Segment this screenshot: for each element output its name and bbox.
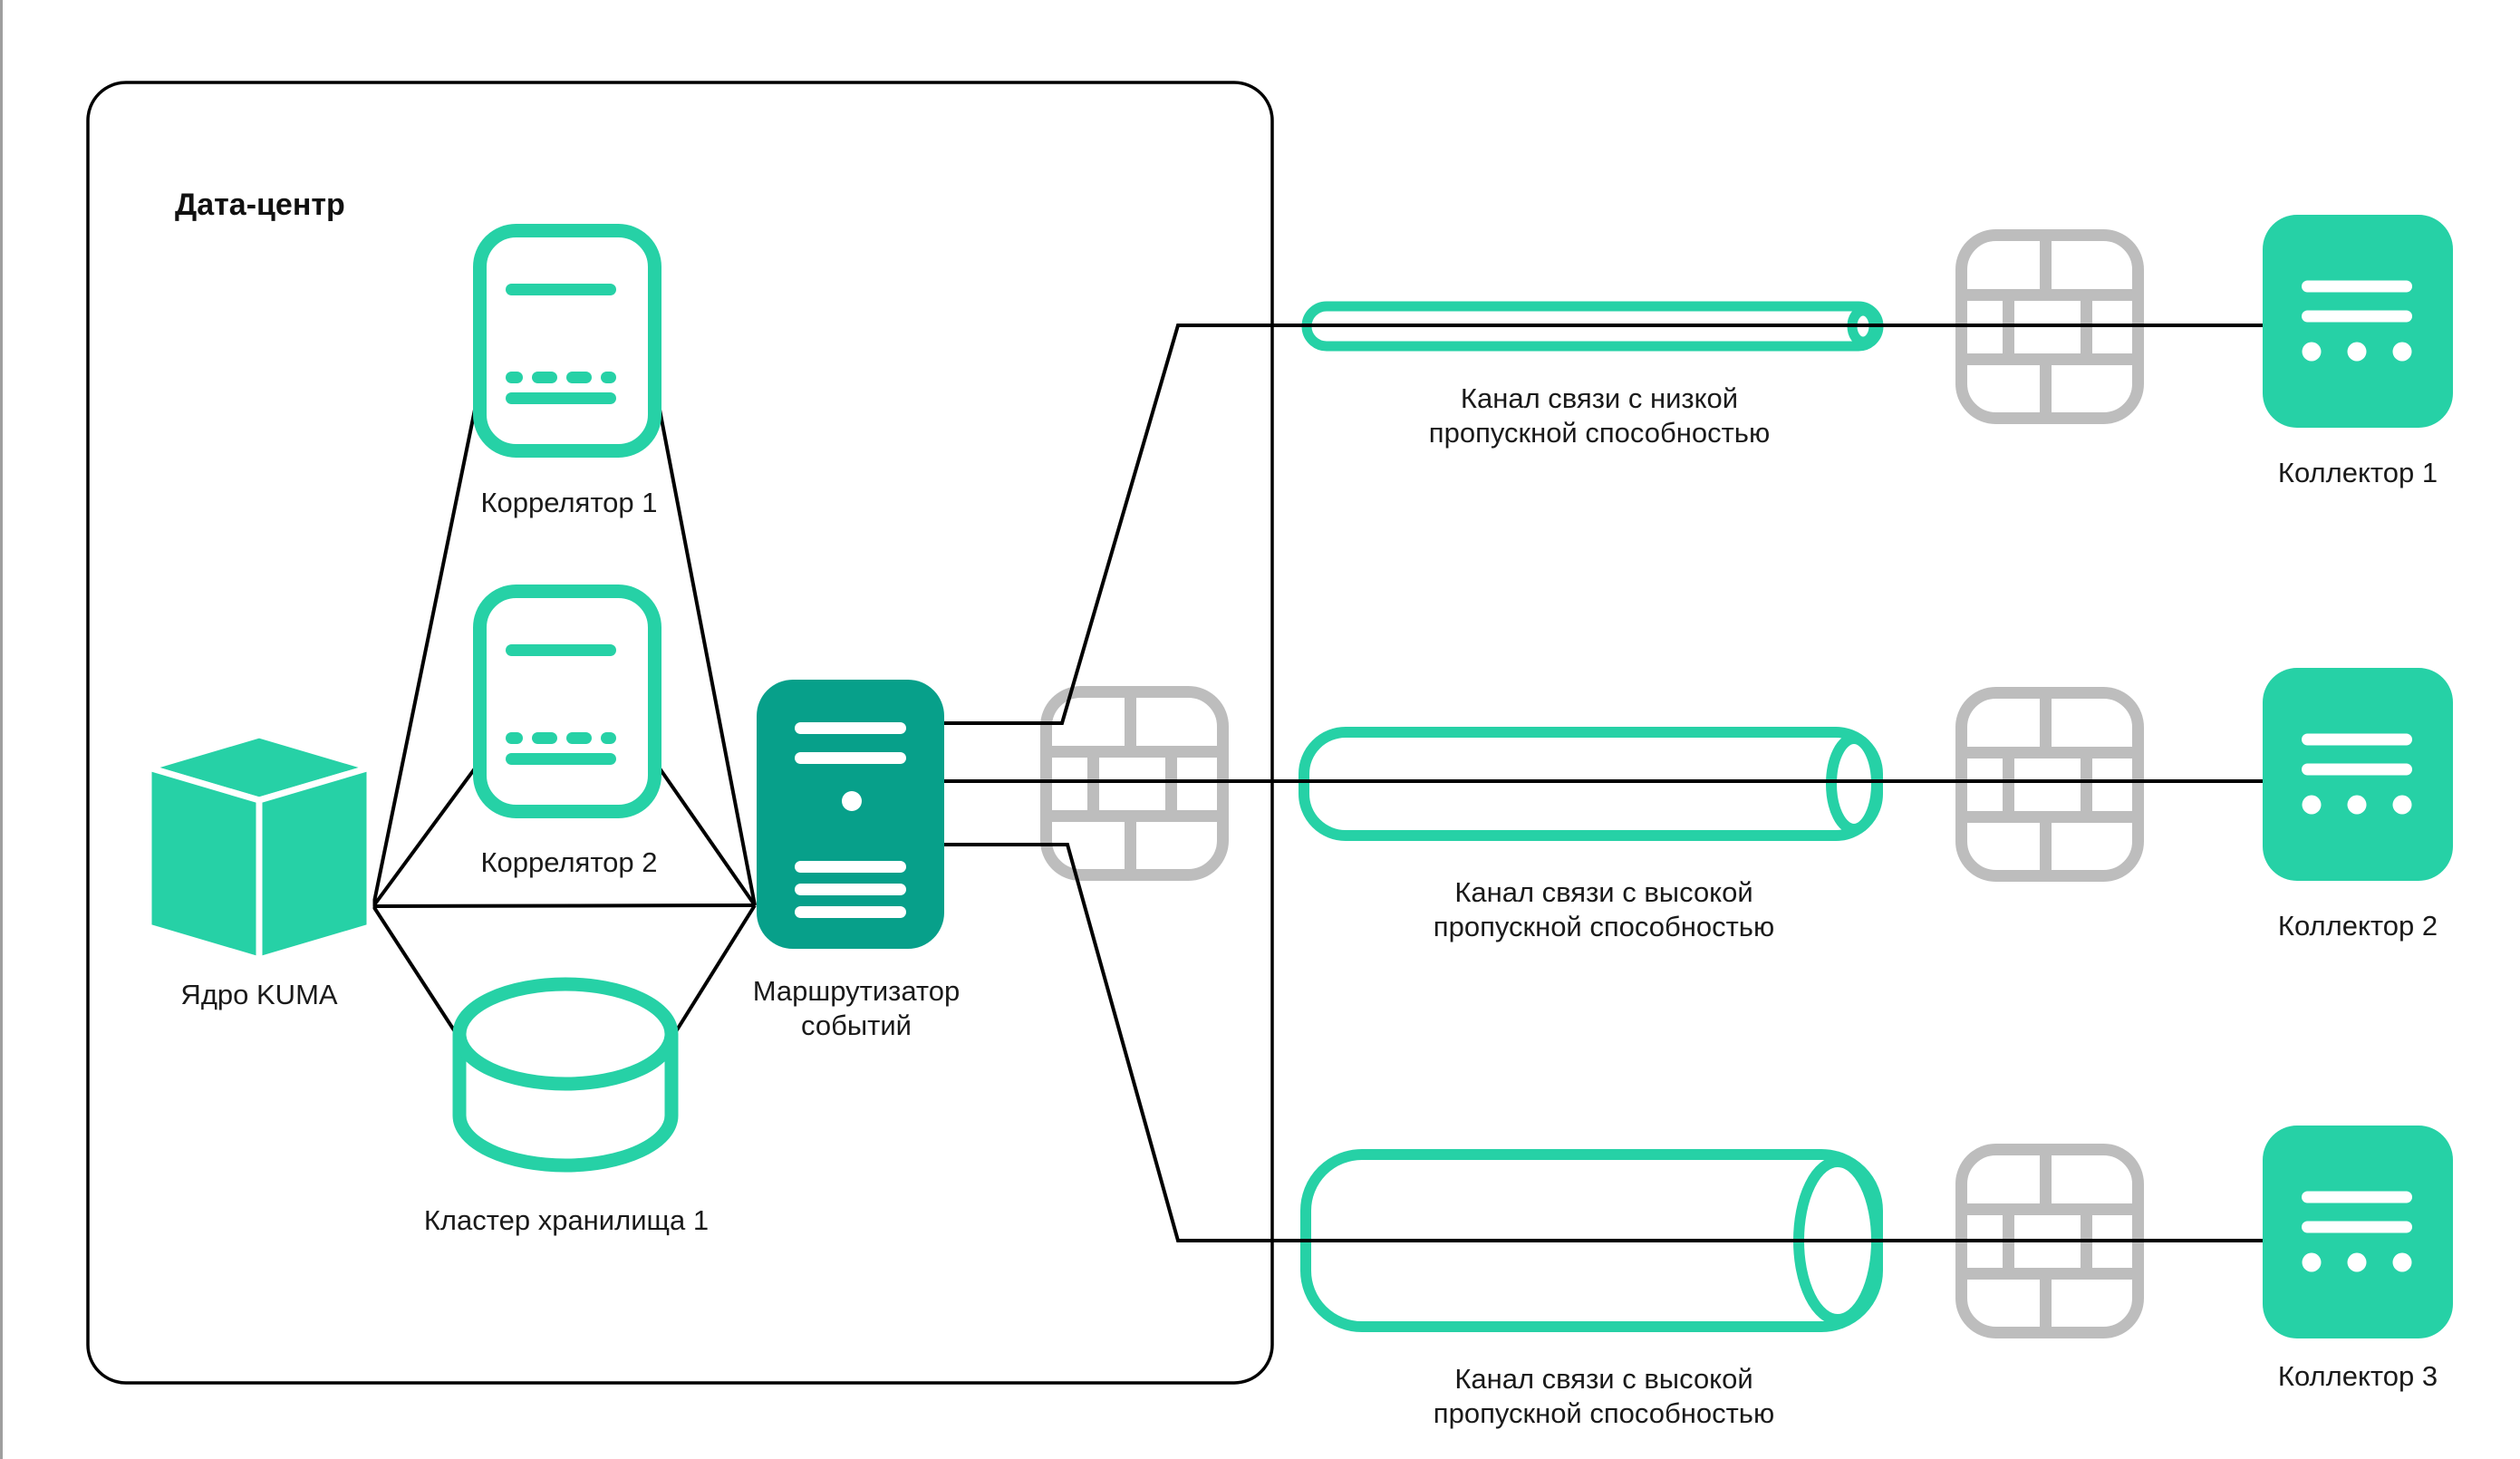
- channel1-label-line1: Канал связи с низкой: [1460, 382, 1739, 414]
- pipe-high-bandwidth-2-icon: [1299, 727, 1883, 841]
- event-router-icon: [757, 680, 944, 949]
- channel2-label-line2: пропускной способностью: [1433, 911, 1775, 942]
- firewall-2-icon: [1962, 693, 2139, 876]
- collector2-label: Коллектор 2: [2277, 910, 2438, 942]
- collector2-icon: [2263, 668, 2453, 881]
- line-correlator1-core: [372, 409, 477, 907]
- kuma-core-cube-icon: [145, 731, 373, 963]
- collector3-label: Коллектор 3: [2277, 1360, 2438, 1392]
- channel3-label: Канал связи с высокой пропускной способн…: [1434, 1362, 1774, 1431]
- correlator1-icon: [480, 231, 655, 451]
- correlator1-label: Коррелятор 1: [480, 487, 658, 518]
- collector1-label: Коллектор 1: [2277, 457, 2438, 488]
- channel3-label-line2: пропускной способностью: [1433, 1397, 1775, 1429]
- line-core-router: [372, 903, 756, 908]
- correlator2-icon: [480, 592, 655, 812]
- channel3-label-line1: Канал связи с высокой: [1454, 1363, 1753, 1395]
- line-storage-router: [671, 903, 757, 1038]
- datacenter-box: [86, 81, 1274, 1385]
- connection-lines: [372, 324, 2263, 1242]
- line-core-storage: [372, 904, 459, 1038]
- collector1-icon: [2263, 215, 2453, 428]
- event-router-label: Маршрутизатор событий: [753, 974, 961, 1043]
- channel1-label: Канал связи с низкой пропускной способно…: [1429, 382, 1770, 450]
- kuma-core-label: Ядро KUMA: [180, 979, 338, 1010]
- line-router-collector1: [944, 324, 2263, 725]
- firewall-router-icon: [1047, 692, 1223, 875]
- datacenter-title: Дата-центр: [175, 188, 345, 222]
- line-correlator2-router: [658, 767, 757, 907]
- channel2-label-line1: Канал связи с высокой: [1454, 876, 1753, 908]
- correlator2-label: Коррелятор 2: [480, 846, 658, 878]
- page-edge-line: [0, 0, 3, 1459]
- event-router-label-line2: событий: [801, 1010, 912, 1041]
- channel1-label-line2: пропускной способностью: [1428, 417, 1771, 449]
- collector3-icon: [2263, 1126, 2453, 1338]
- line-correlator1-router: [658, 409, 757, 906]
- line-router-collector3: [944, 843, 2263, 1242]
- channel2-label: Канал связи с высокой пропускной способн…: [1434, 875, 1774, 944]
- storage-cylinder-icon: [452, 977, 679, 1173]
- event-router-label-line1: Маршрутизатор: [752, 975, 961, 1007]
- storage-cluster-label: Кластер хранилища 1: [423, 1204, 710, 1236]
- line-correlator2-core: [372, 767, 477, 908]
